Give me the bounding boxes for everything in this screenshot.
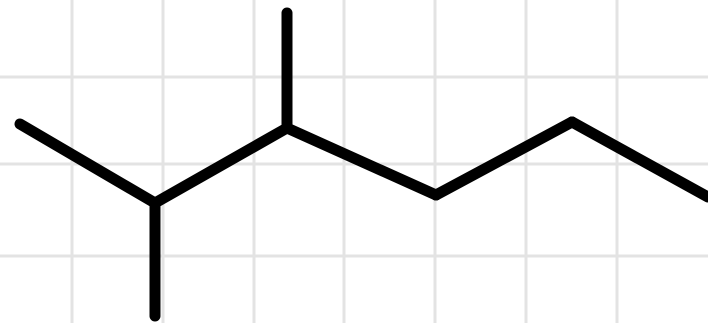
carbon-vertex (281, 122, 293, 134)
carbon-bond (430, 116, 578, 201)
carbon-bond (149, 122, 293, 209)
carbon-vertex (430, 189, 442, 201)
carbon-skeleton (14, 7, 708, 322)
carbon-bond (14, 118, 161, 209)
carbon-bond (566, 116, 708, 203)
carbon-vertex (149, 197, 161, 209)
carbon-bond (281, 122, 442, 201)
carbon-vertex (566, 116, 578, 128)
